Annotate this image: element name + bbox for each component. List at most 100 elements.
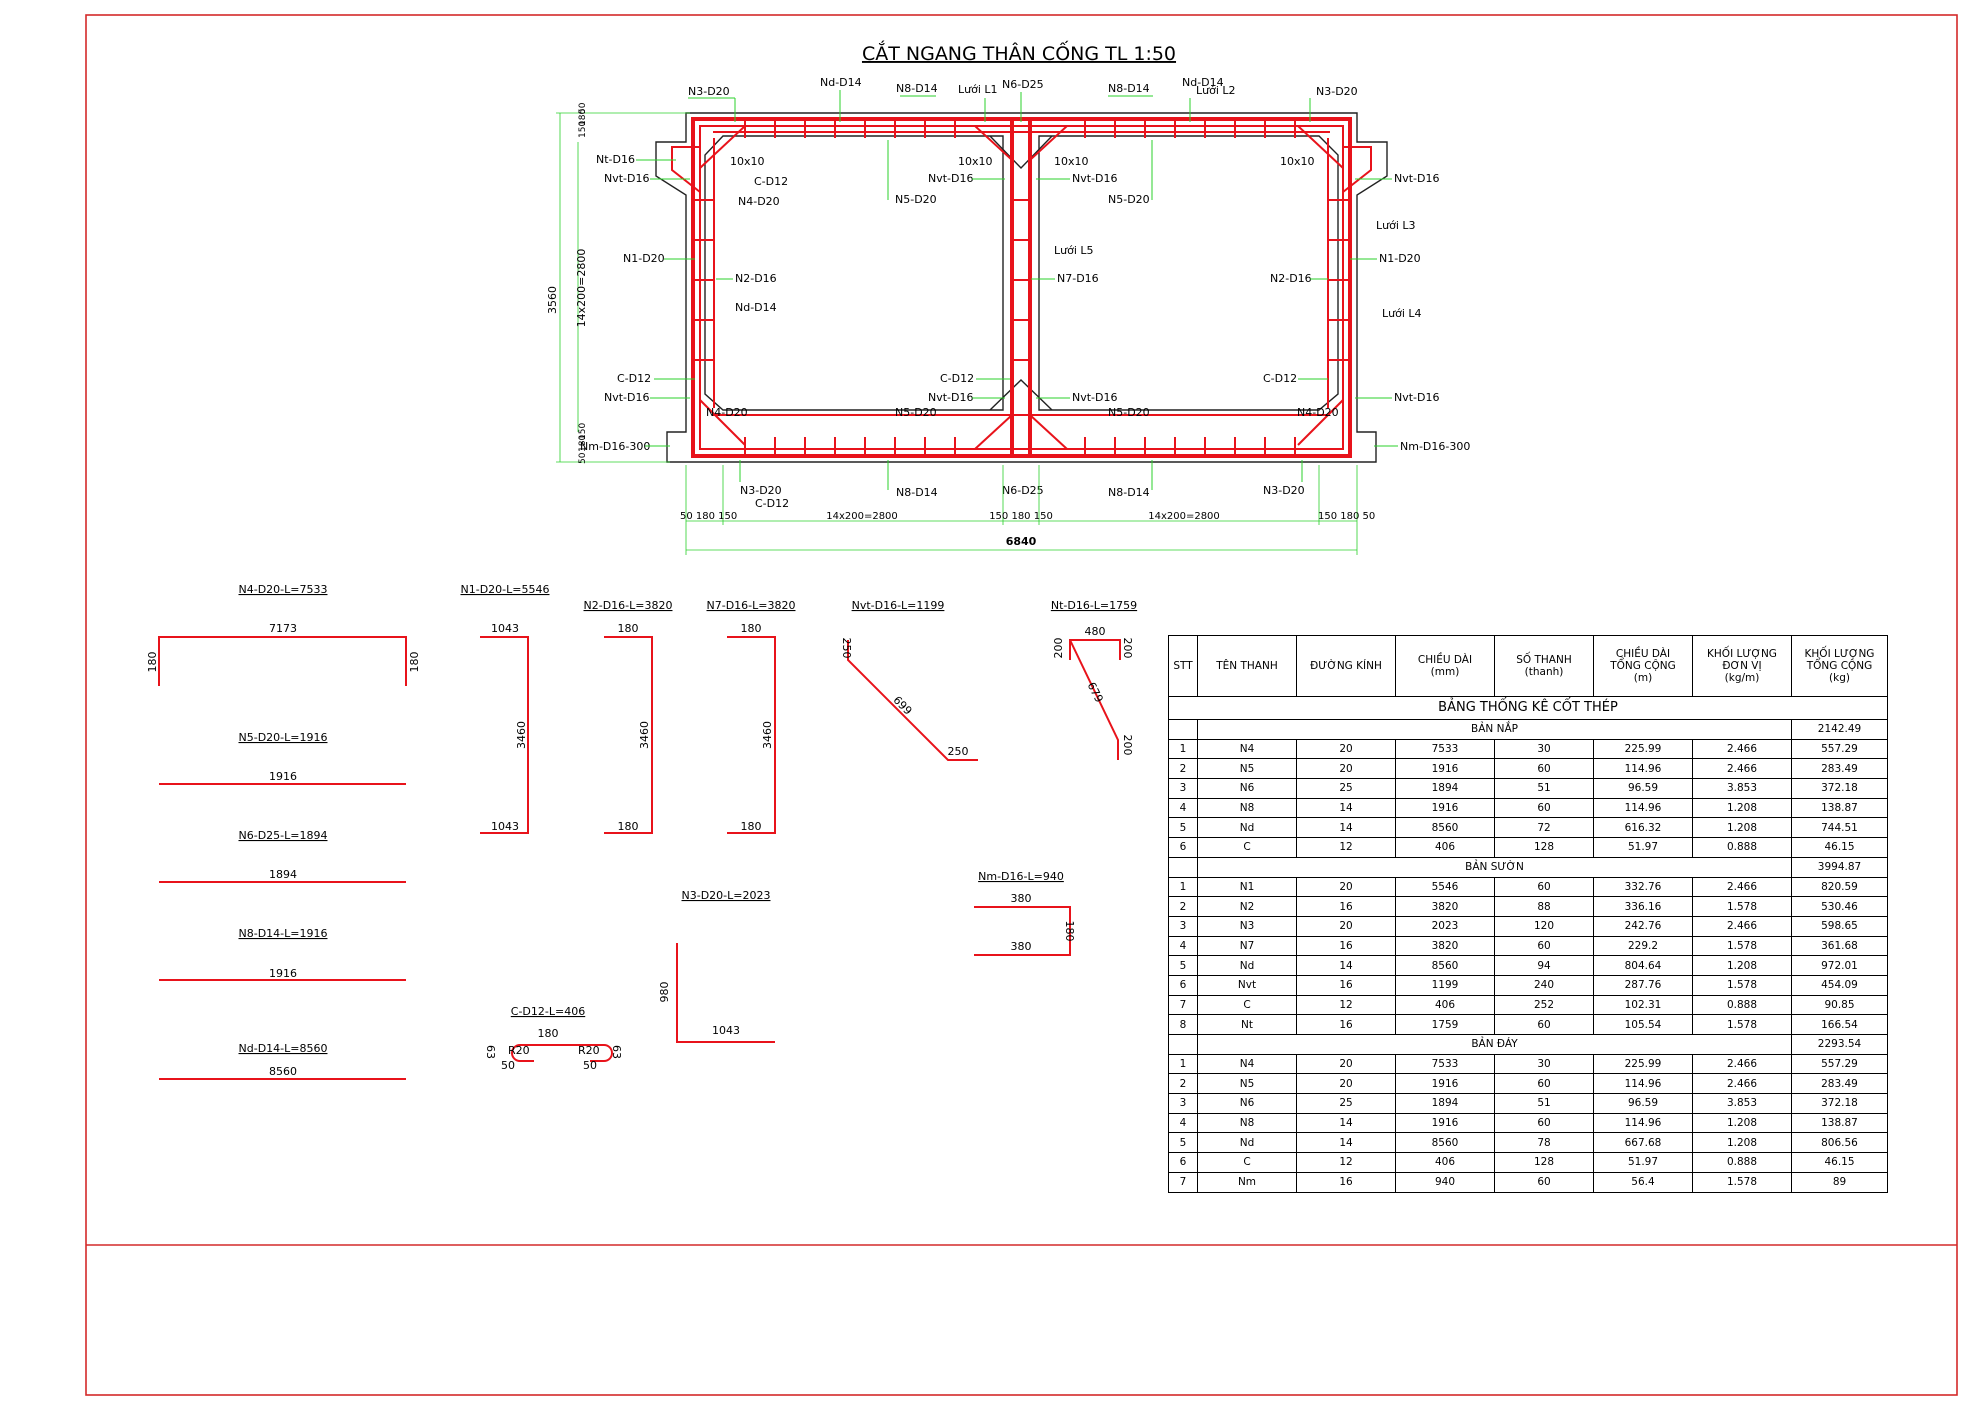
col-length: CHIỀU DÀI (mm) [1395, 635, 1495, 697]
shape-nvt-leg2: 250 [948, 745, 969, 758]
label-n1-left: N1-D20 [623, 252, 665, 265]
table-cell: 1 [1168, 738, 1198, 760]
table-cell: 51.97 [1593, 837, 1693, 858]
table-cell: 14 [1296, 1132, 1396, 1154]
label-c-mid-center: C-D12 [940, 372, 974, 385]
col-count-line1: SỐ THANH [1516, 654, 1572, 666]
label-n8-top-right: N8-D14 [1108, 82, 1150, 95]
col-total-length-line1: CHIỀU DÀI [1615, 648, 1671, 660]
table-cell: 240 [1494, 974, 1594, 996]
table-cell: 60 [1494, 797, 1594, 819]
section-dimensions: 3560 14x200=2800 150 180 50 50 180 150 5… [546, 102, 1375, 555]
shape-nt-name: Nt-D16-L=1759 [1051, 599, 1137, 612]
table-cell: 16 [1296, 1171, 1396, 1193]
table-cell: 114.96 [1593, 797, 1693, 819]
col-total-length-line2: TỔNG CỘNG [1610, 660, 1676, 672]
label-n8-top-left: N8-D14 [896, 82, 938, 95]
table-cell: 12 [1296, 1152, 1396, 1173]
table-cell: 2.466 [1692, 876, 1792, 898]
shape-n2-height: 3460 [638, 721, 651, 749]
table-cell: 252 [1494, 994, 1594, 1016]
table-cell: Nd [1197, 1132, 1297, 1154]
table-cell: 1 [1168, 876, 1198, 898]
table-cell: 0.888 [1692, 1152, 1792, 1173]
table-cell: 225.99 [1593, 1053, 1693, 1075]
table-cell: 12 [1296, 994, 1396, 1016]
table-cell: 1.208 [1692, 1112, 1792, 1134]
table-cell: 1.578 [1692, 935, 1792, 957]
table-cell: 2.466 [1692, 915, 1792, 937]
label-n8-bottom-right: N8-D14 [1108, 486, 1150, 499]
table-cell: N6 [1197, 778, 1297, 799]
table-cell: 46.15 [1791, 1152, 1888, 1173]
shape-n2-top: 180 [618, 622, 639, 635]
bar-shapes: N4-D20-L=7533 7173 180 180 N5-D20-L=1916… [146, 583, 1137, 1080]
table-cell: 72 [1494, 817, 1594, 839]
table-cell: 60 [1494, 1171, 1594, 1193]
table-cell: 225.99 [1593, 738, 1693, 760]
table-cell: 30 [1494, 738, 1594, 760]
table-cell: N5 [1197, 758, 1297, 780]
shape-nt-diag-label: 679 [1085, 680, 1106, 705]
shape-nt-leg3: 200 [1121, 735, 1134, 756]
section-spacer-cell [1168, 856, 1198, 878]
table-cell: 6 [1168, 837, 1198, 858]
label-nm-right: Nm-D16-300 [1400, 440, 1470, 453]
label-n3-top-left: N3-D20 [688, 85, 730, 98]
shape-n8-name: N8-D14-L=1916 [239, 927, 328, 940]
col-total-length-line3: (m) [1633, 672, 1653, 684]
shape-nvt [847, 640, 978, 761]
dim-bot-c: 150 [578, 423, 588, 440]
table-cell: 454.09 [1791, 974, 1888, 996]
table-cell: 3.853 [1692, 778, 1792, 799]
table-cell: 1894 [1395, 1093, 1495, 1114]
table-cell: N8 [1197, 1112, 1297, 1134]
table-cell: N7 [1197, 935, 1297, 957]
shape-n2 [604, 636, 653, 834]
shape-n4-len: 7173 [269, 622, 297, 635]
label-luoi-l3: Lưới L3 [1376, 219, 1416, 232]
table-cell: 2.466 [1692, 1053, 1792, 1075]
label-n6-top: N6-D25 [1002, 78, 1044, 91]
shape-nm-top: 380 [1011, 892, 1032, 905]
table-cell: N6 [1197, 1093, 1297, 1114]
label-nvt-left-top: Nvt-D16 [604, 172, 650, 185]
col-count-line2: (thanh) [1524, 666, 1564, 678]
dim-top-b: 180 [578, 109, 588, 126]
section-title: BẢN ĐÁY [1197, 1034, 1792, 1055]
col-total-weight-line2: TỔNG CỘNG [1806, 660, 1873, 672]
table-cell: 8560 [1395, 1132, 1495, 1154]
col-unit-weight-line3: (kg/m) [1724, 672, 1760, 684]
table-cell: 25 [1296, 1093, 1396, 1114]
shape-n4-name: N4-D20-L=7533 [239, 583, 328, 596]
shape-n1-top: 1043 [491, 622, 519, 635]
dim-bottom-mid: 150 180 150 [989, 511, 1053, 522]
shape-c-len: 180 [538, 1027, 559, 1040]
table-cell: 1.578 [1692, 1014, 1792, 1035]
table-cell: 51 [1494, 1093, 1594, 1114]
shape-n3-name: N3-D20-L=2023 [682, 889, 771, 902]
col-name: TÊN THANH [1197, 635, 1297, 697]
col-stt: STT [1168, 635, 1198, 697]
shape-c-h-left: 63 [484, 1045, 497, 1059]
shape-nvt-diag: 699 [890, 694, 914, 718]
label-n4-bottom-left: N4-D20 [706, 406, 748, 419]
table-cell: 940 [1395, 1171, 1495, 1193]
rebar-cage [671, 117, 1372, 458]
shape-n1-name: N1-D20-L=5546 [461, 583, 550, 596]
shape-nd-len: 8560 [269, 1065, 297, 1078]
table-cell: 6 [1168, 974, 1198, 996]
table-cell: 2.466 [1692, 758, 1792, 780]
table-cell: 2.466 [1692, 1073, 1792, 1095]
table-cell: 1759 [1395, 1014, 1495, 1035]
label-luoi-l5: Lưới L5 [1054, 244, 1094, 257]
dim-height-total: 3560 [546, 286, 559, 314]
shape-n7-height: 3460 [761, 721, 774, 749]
table-cell: 51 [1494, 778, 1594, 799]
section-spacer-cell [1168, 1034, 1198, 1055]
table-cell: 2023 [1395, 915, 1495, 937]
label-n6-bottom: N6-D25 [1002, 484, 1044, 497]
